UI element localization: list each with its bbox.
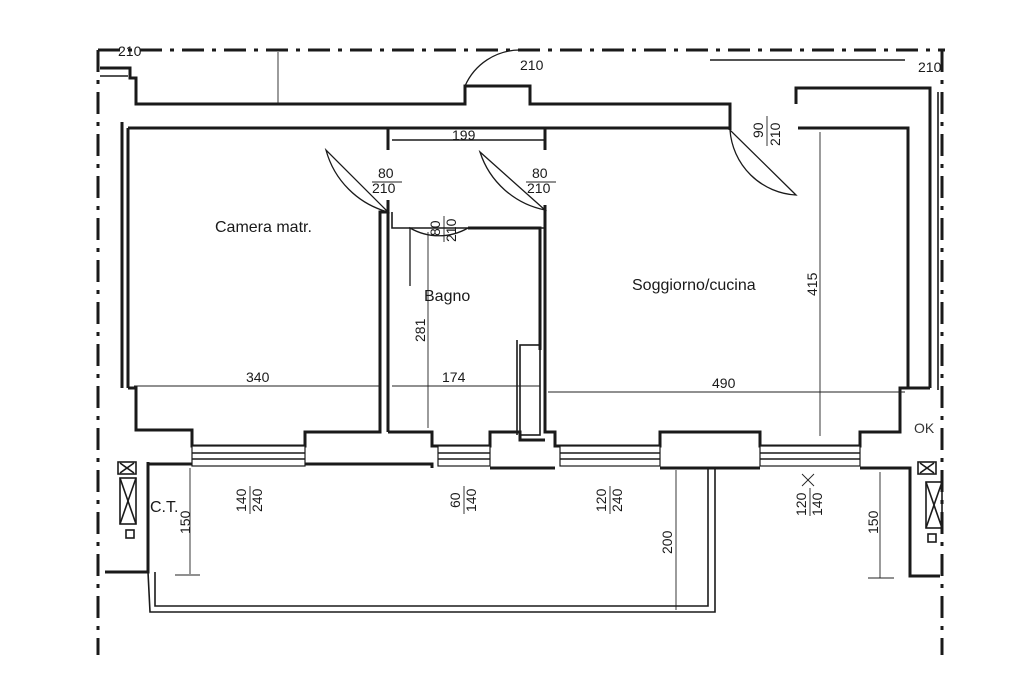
ok-mark: OK xyxy=(914,420,935,436)
dim-door-bath-width: 80 xyxy=(427,220,443,236)
dim-win4-height: 140 xyxy=(809,492,825,516)
dim-door-bath-height: 210 xyxy=(443,218,459,242)
boiler-fixtures xyxy=(117,461,943,543)
dim-door-mid-width: 80 xyxy=(532,165,548,181)
dim-door-entry-width: 90 xyxy=(750,122,766,138)
room-label-boiler: C.T. xyxy=(150,499,178,516)
dim-bath-depth: 281 xyxy=(412,318,428,342)
dim-corridor-width: 199 xyxy=(452,127,476,143)
dim-bedroom-width: 340 xyxy=(246,369,270,385)
room-label-bathroom: Bagno xyxy=(424,288,470,305)
dim-top-right: 210 xyxy=(918,59,942,75)
dim-win4-width: 120 xyxy=(793,492,809,516)
dim-right-depth: 150 xyxy=(865,510,881,534)
dim-door-entry-height: 210 xyxy=(767,122,783,146)
dim-win2-width: 60 xyxy=(447,492,463,508)
windows xyxy=(191,445,861,467)
dim-living-width: 490 xyxy=(712,375,736,391)
room-label-living: Soggiorno/cucina xyxy=(632,277,756,294)
exterior-walls xyxy=(100,59,940,613)
dim-win2-height: 140 xyxy=(463,488,479,512)
dim-top-center: 210 xyxy=(520,57,544,73)
dim-win3-width: 120 xyxy=(593,488,609,512)
dim-win1-height: 240 xyxy=(249,488,265,512)
dim-bath-width: 174 xyxy=(442,369,466,385)
dim-living-depth: 415 xyxy=(804,272,820,296)
room-label-bedroom: Camera matr. xyxy=(215,219,312,236)
dim-top-left: 210 xyxy=(118,43,142,59)
dim-win1-width: 140 xyxy=(233,488,249,512)
dimension-lines xyxy=(134,52,905,610)
dim-balcony-depth: 200 xyxy=(659,530,675,554)
site-boundary xyxy=(96,48,945,655)
doors xyxy=(324,49,798,286)
dim-door-left-width: 80 xyxy=(378,165,394,181)
dim-boiler-depth: 150 xyxy=(177,510,193,534)
dim-door-left-height: 210 xyxy=(372,180,396,196)
dim-win3-height: 240 xyxy=(609,488,625,512)
dim-door-mid-height: 210 xyxy=(527,180,551,196)
